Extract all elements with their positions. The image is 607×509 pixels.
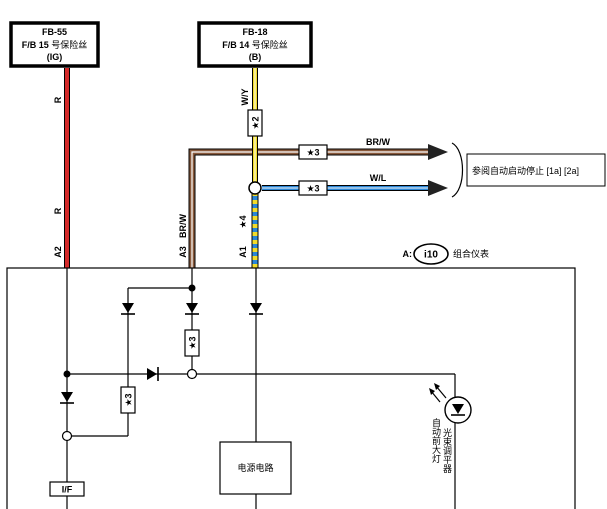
diode-a2 (60, 392, 74, 404)
connector-name: 组合仪表 (453, 248, 489, 259)
fuse-code: FB-18 (242, 27, 267, 37)
interface-label: I/F (62, 485, 73, 495)
arrow-blue (428, 180, 448, 196)
terminal-node (186, 368, 198, 380)
dimmer-label: 自动前大灯 光束调平器 (431, 417, 452, 473)
brown-wire (188, 148, 438, 268)
svg-text:A:: A: (403, 249, 413, 259)
wire-color-label: R (53, 96, 63, 103)
reference-box: 参阅自动启动停止 [1a] [2a] (466, 153, 606, 187)
diode-middle (185, 303, 199, 315)
splice-mark-star3-internal-middle: ★3 (184, 329, 200, 357)
svg-text:★3: ★3 (306, 148, 319, 158)
power-circuit-box: 电源电路 (219, 441, 292, 495)
fuse-number: F/B 14 号保险丝 (222, 39, 288, 50)
diode-left (121, 303, 135, 315)
wire-color-label: W/Y (240, 89, 250, 106)
wire-color-label: BR/W (178, 214, 188, 238)
svg-text:★3: ★3 (188, 336, 198, 349)
junction-dot (188, 284, 196, 292)
svg-text:★2: ★2 (251, 116, 261, 129)
terminal-node (61, 430, 73, 442)
fuse-number: F/B 15 号保险丝 (22, 39, 88, 50)
pin-label: A3 (178, 246, 188, 258)
connector-label: A: i10 组合仪表 (403, 243, 489, 265)
interface-box: I/F (49, 481, 85, 497)
fuse-box-fb55: FB-55 F/B 15 号保险丝 (IG) (9, 21, 100, 68)
diode-right (249, 303, 263, 315)
svg-text:★3: ★3 (124, 393, 134, 406)
wire-color-label: W/L (370, 173, 387, 183)
splice-mark-star3-brown: ★3 (298, 144, 328, 160)
connector-id: i10 (424, 250, 438, 261)
svg-text:★3: ★3 (306, 184, 319, 194)
striped-wire (251, 194, 259, 268)
pin-label: A2 (53, 246, 63, 258)
junction-dot (63, 370, 71, 378)
power-circuit-label: 电源电路 (237, 462, 273, 473)
splice-mark-star4: ★4 (238, 215, 248, 228)
splice-mark-star3-blue: ★3 (298, 180, 328, 196)
splice-node (248, 181, 262, 195)
svg-text:自动前大灯: 自动前大灯 (431, 417, 441, 464)
fuse-circuit: (IG) (47, 52, 63, 62)
reference-text: 参阅自动启动停止 [1a] [2a] (472, 165, 579, 176)
svg-text:光束调平器: 光束调平器 (442, 427, 452, 473)
arrow-brown (428, 144, 448, 160)
wire-color-label: R (53, 207, 63, 214)
wire-color-label: BR/W (366, 137, 390, 147)
reference-bracket (451, 142, 463, 198)
fuse-code: FB-55 (42, 27, 67, 37)
fuse-box-fb18: FB-18 F/B 14 号保险丝 (B) (197, 21, 313, 68)
diode-horizontal (147, 367, 159, 381)
combination-meter-outline (6, 267, 576, 509)
splice-mark-star3-internal-left: ★3 (120, 386, 136, 414)
led-indicator-icon (429, 383, 472, 424)
pin-label: A1 (238, 246, 248, 258)
splice-mark-star2: ★2 (247, 109, 263, 137)
fuse-circuit: (B) (249, 52, 262, 62)
